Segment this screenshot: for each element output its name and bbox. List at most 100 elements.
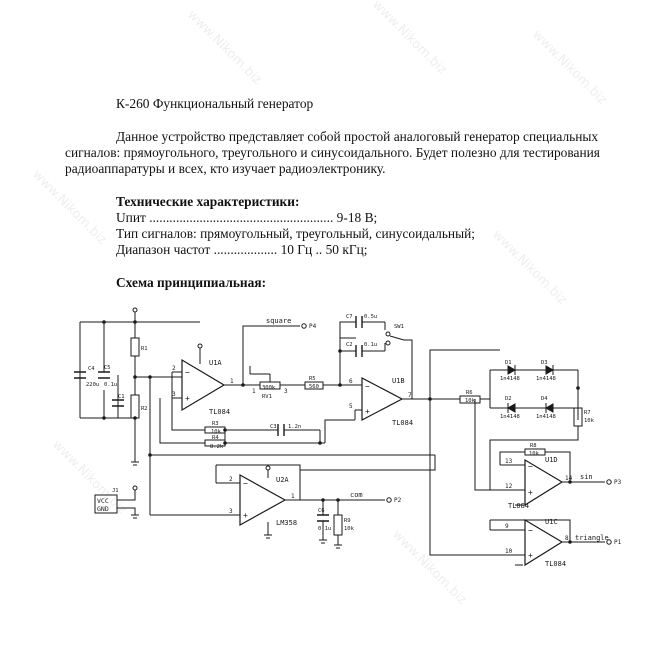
u1a-part: TL084 xyxy=(209,408,230,416)
plus-sign: + xyxy=(528,551,533,560)
c2-value: 0.1u xyxy=(364,342,377,348)
junction-dot xyxy=(102,320,106,324)
wire xyxy=(499,451,525,465)
port-p4-terminal xyxy=(301,323,307,329)
d2-label: D2 xyxy=(505,396,512,402)
u2a-label: U2A xyxy=(276,476,289,484)
net-square-label: square xyxy=(266,317,291,325)
u1b-label: U1B xyxy=(392,377,405,385)
r8-label: R8 xyxy=(530,443,537,449)
port-p4-label: P4 xyxy=(309,323,317,330)
u1a-label: U1A xyxy=(209,359,222,367)
net-sin-label: sin xyxy=(580,473,593,481)
c2-label: C2 xyxy=(346,342,353,348)
d1-value: 1n4148 xyxy=(500,376,520,382)
minus-sign: − xyxy=(528,526,533,535)
c6-label: C6 xyxy=(318,508,325,514)
r6-value: 10k xyxy=(465,398,476,404)
u1c-part: TL084 xyxy=(545,560,566,568)
ground-symbol xyxy=(334,544,342,549)
u1d-part: TL084 xyxy=(508,502,529,510)
resistor-r9 xyxy=(333,514,343,536)
capacitor-c5 xyxy=(98,371,110,379)
pin-number: 13 xyxy=(505,458,513,465)
plus-sign: + xyxy=(243,511,248,520)
wire xyxy=(171,372,205,431)
u1b-opamp-body xyxy=(361,377,404,421)
c7-label: C7 xyxy=(346,314,353,320)
u1d-label: U1D xyxy=(545,456,558,464)
pin-number: 1 xyxy=(291,493,295,500)
r9-value: 10k xyxy=(344,526,355,532)
r6-label: R6 xyxy=(466,390,473,396)
plus-sign: + xyxy=(528,488,533,497)
pin-number: 7 xyxy=(408,392,412,399)
pin-number: 2 xyxy=(229,476,233,483)
port-p3-label: P3 xyxy=(614,479,622,486)
junction-dot xyxy=(133,416,137,420)
net-com-label: com xyxy=(350,491,363,499)
r7-value: 10k xyxy=(584,418,595,424)
wire xyxy=(490,519,571,542)
u2a-opamp-body xyxy=(239,473,287,527)
port-p3-terminal xyxy=(606,479,612,485)
junction-dot xyxy=(102,416,106,420)
minus-sign: − xyxy=(528,462,533,471)
net-triangle-label: triangle xyxy=(575,534,609,542)
c4-label: C4 xyxy=(88,366,95,372)
wire xyxy=(300,455,436,471)
connector-j1 xyxy=(94,494,118,514)
wire xyxy=(474,399,525,491)
junction-dot xyxy=(223,441,227,445)
pin-number: 2 xyxy=(172,365,176,372)
port-p2-terminal xyxy=(386,497,392,503)
rv1-label: RV1 xyxy=(262,394,272,400)
r3-label: R3 xyxy=(212,421,219,427)
vcc-terminal xyxy=(132,307,138,313)
intro-paragraph-line-3: радиоаппаратуры и всех, кто изучает ради… xyxy=(65,161,386,176)
junction-dot xyxy=(336,498,340,502)
intro-paragraph-line-2: сигналов: прямоугольного, треугольного и… xyxy=(65,145,600,160)
capacitor-c1 xyxy=(112,399,124,407)
r8-value: 10k xyxy=(529,451,540,457)
diode-d4 xyxy=(544,403,554,413)
port-p2-label: P2 xyxy=(394,497,402,504)
u1a-opamp-body xyxy=(181,358,226,412)
wire xyxy=(324,419,355,443)
schematic-heading: Схема принципиальная: xyxy=(116,275,267,290)
r4-label: R4 xyxy=(212,435,219,441)
wire xyxy=(429,399,500,556)
c1-label: C1 xyxy=(118,394,125,400)
ground-symbol xyxy=(131,514,139,519)
spec-supply-voltage: Uпит ...................................… xyxy=(116,210,378,225)
wire xyxy=(242,325,300,385)
pin-number: 14 xyxy=(565,475,573,482)
pin-number: 1 xyxy=(230,378,234,385)
pin-number: 6 xyxy=(349,378,353,385)
junction-dot xyxy=(133,375,137,379)
d2-value: 1n4148 xyxy=(500,414,520,420)
d3-label: D3 xyxy=(541,360,548,366)
c4-value: 220u xyxy=(86,382,99,388)
gnd-pin-label: GND xyxy=(97,505,109,513)
pin-number: 8 xyxy=(565,535,569,542)
r2-label: R2 xyxy=(141,406,148,412)
diode-d3 xyxy=(545,365,555,375)
r5-value: 560 xyxy=(309,384,319,390)
d3-value: 1n4148 xyxy=(536,376,556,382)
c3-label: C3 xyxy=(270,424,277,430)
minus-sign: − xyxy=(185,368,190,377)
switch-contact xyxy=(385,340,391,346)
r5-label: R5 xyxy=(309,376,316,382)
minus-sign: − xyxy=(243,479,248,488)
c7-value: 0.5u xyxy=(364,314,377,320)
vcc-pin-label: VCC xyxy=(97,497,109,505)
minus-sign: − xyxy=(365,382,370,391)
r9-label: R9 xyxy=(344,518,351,524)
vcc-terminal xyxy=(265,465,271,471)
r3-value: 10k xyxy=(211,429,222,435)
junction-dot xyxy=(133,320,137,324)
d1-label: D1 xyxy=(505,360,512,366)
wire xyxy=(117,507,136,515)
u1d-opamp-body xyxy=(524,458,564,507)
